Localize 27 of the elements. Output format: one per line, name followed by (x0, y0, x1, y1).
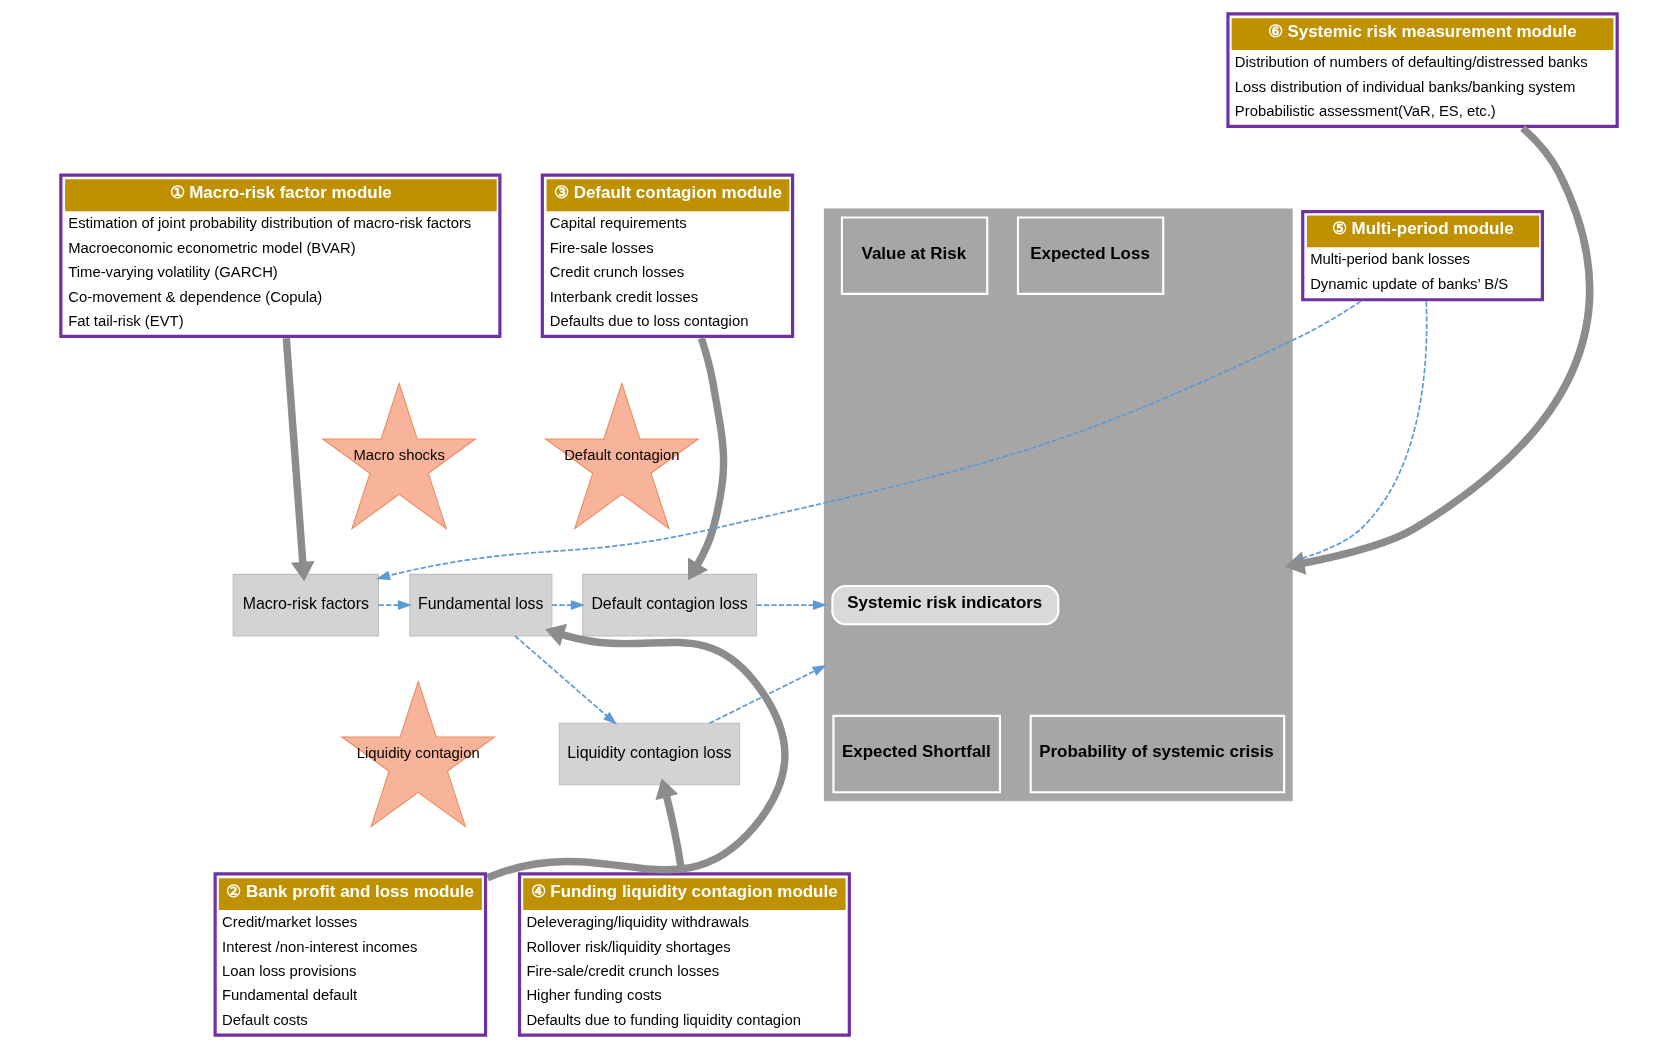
arrow (687, 337, 728, 581)
node-box: ⑥ Systemic risk measurement module Distribution of numbers of defaulting/distressed banks Loss distribution of individual banks/banking system Probabilistic assessment(VaR, ES, etc.) (1226, 12, 1619, 128)
node-box: Value at Risk (840, 216, 989, 295)
node-box: Expected Shortfall (832, 714, 1001, 794)
node-box: ② Bank profit and loss module Credit/market losses Interest /non-interest incomes Loan loss provisions Fundamental default Default costs (213, 872, 488, 1037)
connector (1291, 300, 1428, 563)
arrow (376, 300, 1362, 581)
arrow (377, 600, 412, 610)
node-box: Probability of systemic crisis (1029, 714, 1286, 794)
arrow (282, 337, 315, 582)
node-box: Fundamental loss (409, 573, 553, 637)
arrow (708, 665, 827, 725)
node-box: Macro-risk factors (232, 573, 379, 637)
cluster (823, 208, 1293, 802)
arrow (486, 623, 789, 882)
node-box: Default contagion loss (582, 573, 758, 637)
arrow (514, 635, 617, 725)
node-box: Systemic risk indicators (831, 584, 1060, 626)
node-box: Liquidity contagion loss (558, 722, 741, 786)
node-box: ① Macro-risk factor module Estimation of joint probability distribution of macro-risk factors Macroeconomic econometric model (BVAR) Time-varying volatility (GARCH) Co-movement & dependence (Copula) Fat tail-risk (EVT) (59, 173, 502, 338)
node-box: Expected Loss (1016, 216, 1165, 295)
node-box: ③ Default contagion module Capital requirements Fire-sale losses Credit crunch losses Interbank credit losses Defaults due to loss contagion (540, 173, 795, 338)
node-box: ④ Funding liquidity contagion module Deleveraging/liquidity withdrawals Rollover risk/liquidity shortages Fire-sale/credit crunch losses Higher funding costs Defaults due to funding liquidity contagion (517, 872, 851, 1037)
node-box: ⑤ Multi-period module Multi-period bank losses Dynamic update of banks’ B/S (1301, 210, 1544, 302)
arrow (1285, 125, 1594, 575)
arrow (551, 600, 585, 610)
arrow (755, 600, 827, 610)
